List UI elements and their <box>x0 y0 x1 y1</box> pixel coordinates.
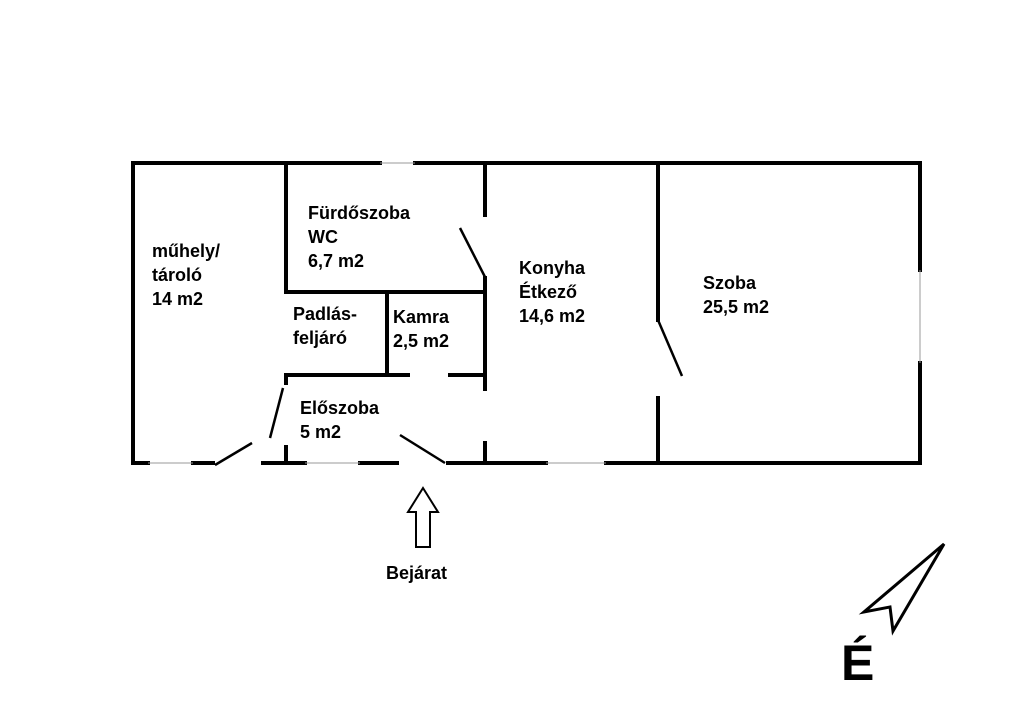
entrance-label: Bejárat <box>386 563 448 583</box>
room-label-kamra: Kamra 2,5 m2 <box>393 305 449 353</box>
room-name: Étkező <box>519 282 578 302</box>
north-arrow-icon <box>858 542 946 636</box>
entrance-arrow-icon <box>406 486 440 548</box>
room-name: Kamra <box>393 307 450 327</box>
room-area: 5 m2 <box>300 422 342 442</box>
room-area: 25,5 m2 <box>703 297 770 317</box>
room-name: műhely/ <box>152 241 221 261</box>
door-bathroom <box>458 227 487 278</box>
door-workshop <box>214 441 253 467</box>
room-label-szoba: Szoba 25,5 m2 <box>703 271 769 319</box>
door-room <box>656 319 684 377</box>
room-area: 2,5 m2 <box>393 331 450 351</box>
room-label-eloszoba: Előszoba 5 m2 <box>300 396 379 444</box>
room-name: Konyha <box>519 258 586 278</box>
room-name: WC <box>308 227 338 247</box>
room-area: 14 m2 <box>152 289 204 309</box>
compass-label: É <box>841 635 875 691</box>
room-label-konyha: Konyha Étkező 14,6 m2 <box>519 256 585 328</box>
room-name: feljáró <box>293 328 348 348</box>
door-eloszoba-workshop <box>268 387 285 439</box>
room-area: 14,6 m2 <box>519 306 586 326</box>
room-name: tároló <box>152 265 203 285</box>
room-label-muhely: műhely/ tároló 14 m2 <box>152 239 220 311</box>
room-name: Fürdőszoba <box>308 203 410 223</box>
room-name: Előszoba <box>300 398 380 418</box>
room-area: 6,7 m2 <box>308 251 365 271</box>
room-label-furdoszoba: Fürdőszoba WC 6,7 m2 <box>308 201 410 273</box>
room-name: Szoba <box>703 273 757 293</box>
room-name: Padlás- <box>293 304 358 324</box>
door-entrance <box>399 433 446 465</box>
room-label-padlasfeljaro: Padlás- feljáró <box>293 302 357 350</box>
